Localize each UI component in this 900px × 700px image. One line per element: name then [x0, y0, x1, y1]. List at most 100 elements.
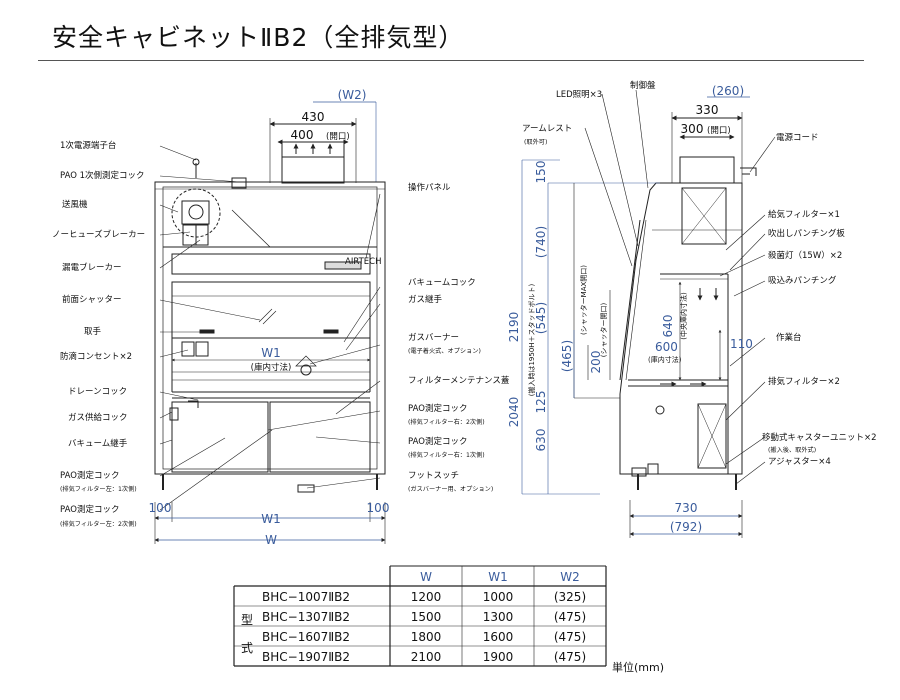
- label-nfb: ノーヒューズブレーカー: [52, 229, 145, 240]
- label-exhaust-filter: 排気フィルター×2: [768, 376, 840, 387]
- label-work-table: 作業台: [776, 332, 802, 343]
- table-cell-w: 1200: [411, 590, 442, 604]
- table-cell-w2: (475): [554, 650, 586, 664]
- label-pao-left-2-note: (排気フィルター左：2次側): [60, 520, 137, 528]
- dim-400: 400: [291, 128, 314, 142]
- label-outlet: 防滴コンセント×2: [60, 351, 132, 362]
- table-row: BHC−1307ⅡB2 1500 1300 (475): [262, 610, 586, 624]
- dim-545: (545): [534, 302, 548, 334]
- table-group-label-2: 式: [241, 641, 253, 655]
- spec-table: W W1 W2 型 式 BHC−1007ⅡB2 1200 1000 (325) …: [233, 565, 607, 667]
- label-pao-left-2: PAO測定コック: [60, 504, 119, 515]
- table-cell-w1: 1900: [483, 650, 514, 664]
- label-gas-burner: ガスバーナー: [408, 332, 459, 343]
- title-divider: [38, 60, 864, 61]
- dim-300: 300: [681, 122, 704, 136]
- label-foot-switch: フットスッチ: [408, 471, 459, 481]
- label-filter-lid: フィルターメンテナンス蓋: [408, 375, 510, 386]
- label-punching-plate: 吹出しパンチング板: [768, 228, 845, 239]
- table-cell-model: BHC−1307ⅡB2: [262, 610, 350, 624]
- dim-400-note: (開口): [326, 132, 350, 142]
- label-pao-right-1: PAO測定コック: [408, 403, 467, 414]
- label-pao-left-1-note: (排気フィルター左：1次側): [60, 485, 137, 493]
- table-cell-w: 1800: [411, 630, 442, 644]
- page-title: 安全キャビネットⅡB2（全排気型）: [52, 23, 465, 52]
- label-pao-left-1: PAO測定コック: [60, 470, 119, 481]
- dim-110: 110: [730, 337, 753, 351]
- label-gas-burner-note: (電子着火式、オプション): [408, 347, 481, 355]
- table-cell-w: 1500: [411, 610, 442, 624]
- label-handle: 取手: [84, 326, 102, 337]
- label-led: LED照明×3: [556, 90, 602, 100]
- label-elb: 漏電ブレーカー: [62, 262, 122, 273]
- label-pao-right-2-note: (排気フィルター右：1次側): [408, 451, 485, 459]
- label-power-cord: 電源コード: [776, 133, 819, 143]
- exhaust-duct: [281, 156, 345, 184]
- label-caster-note: (搬入後、取外式): [768, 446, 816, 454]
- label-adjuster: アジャスター×4: [768, 457, 831, 467]
- table-cell-w: 2100: [411, 650, 442, 664]
- side-labels: LED照明×3 制御盤 アームレスト (取外可) 電源コード (260) 330…: [507, 80, 877, 534]
- table-cell-model: BHC−1007ⅡB2: [262, 590, 350, 604]
- table-row: BHC−1007ⅡB2 1200 1000 (325): [262, 590, 586, 604]
- dim-right-100: 100: [367, 501, 390, 515]
- dim-465: (465): [560, 340, 574, 372]
- dim-w2: (W2): [338, 88, 367, 102]
- side-view: [521, 89, 776, 538]
- cabinet-body: [154, 181, 386, 475]
- label-terminal: 1次電源端子台: [60, 140, 116, 151]
- side-cabinet-body: [619, 182, 743, 475]
- label-armrest-note: (取外可): [524, 138, 547, 146]
- table-cell-w1: 1600: [483, 630, 514, 644]
- front-view: [154, 101, 386, 544]
- table-header-w2: W2: [560, 570, 580, 584]
- unit-label: 単位(mm): [612, 661, 665, 674]
- dim-2190: 2190: [507, 312, 521, 343]
- dim-640: 640: [661, 315, 675, 338]
- dim-260: (260): [712, 84, 744, 98]
- label-intake-punching: 吸込みパンチング: [768, 275, 837, 286]
- dim-w1: W1: [261, 346, 281, 360]
- dim-bottom-w: W: [265, 533, 277, 547]
- label-shutter: 前面シャッター: [62, 294, 122, 305]
- label-pao-right-2: PAO測定コック: [408, 436, 467, 447]
- table-cell-model: BHC−1607ⅡB2: [262, 630, 350, 644]
- table-cell-w2: (325): [554, 590, 586, 604]
- table-row: BHC−1607ⅡB2 1800 1600 (475): [262, 630, 586, 644]
- table-header-w1: W1: [488, 570, 508, 584]
- table-cell-w2: (475): [554, 630, 586, 644]
- note-inner: (庫内寸法): [648, 355, 682, 364]
- note-shutter-max: (シャッターMAX開口): [579, 265, 588, 335]
- note-1950: (搬入時は1950H＋スタッドボルト): [527, 283, 536, 396]
- label-pao-1st: PAO 1次側測定コック: [60, 170, 145, 181]
- label-uv-lamp: 殺菌灯（15W）×2: [768, 250, 842, 261]
- label-vacuum-joint: バキューム継手: [68, 438, 128, 449]
- label-control-box: 制御盤: [630, 80, 656, 91]
- label-caster: 移動式キャスターユニット×2: [762, 432, 877, 443]
- dim-200: 200: [589, 351, 603, 374]
- label-pao-right-1-note: (排気フィルター右：2次側): [408, 418, 485, 426]
- control-panel: [171, 253, 371, 275]
- table-row: BHC−1907ⅡB2 2100 1900 (475): [262, 650, 586, 664]
- maker-logo: AIRTECH: [345, 257, 382, 267]
- label-supply-filter: 給気フィルター×1: [768, 209, 840, 220]
- note-center: (中央庫内寸法): [679, 292, 688, 340]
- label-gas-supply: ガス供給コック: [68, 412, 128, 423]
- dim-bottom-w1: W1: [261, 512, 281, 526]
- front-labels: 430 400 (開口) (W2) AIRTECH W1 (庫内寸法) 100 …: [52, 88, 510, 547]
- dim-150: 150: [534, 161, 548, 184]
- label-foot-switch-note: (ガスバーナー用、オプション): [408, 485, 493, 493]
- dim-300-note: (開口): [707, 126, 731, 136]
- label-control-panel: 操作パネル: [408, 182, 451, 193]
- label-armrest: アームレスト: [522, 124, 572, 134]
- dim-left-100: 100: [149, 501, 172, 515]
- label-drain: ドレーンコック: [68, 387, 127, 397]
- front-shutter: [171, 281, 371, 339]
- dim-792: (792): [670, 520, 702, 534]
- dim-730: 730: [675, 501, 698, 515]
- dim-740: (740): [534, 226, 548, 258]
- dim-125: 125: [534, 391, 548, 414]
- label-vacuum-cock: バキュームコック: [408, 278, 476, 288]
- table-group-label-1: 型: [241, 613, 253, 627]
